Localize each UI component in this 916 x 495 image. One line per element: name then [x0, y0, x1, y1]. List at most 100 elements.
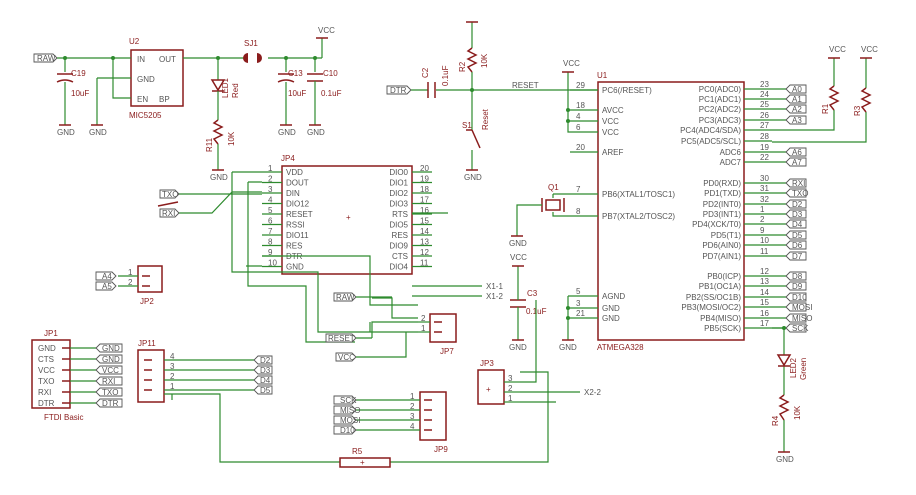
u1-flag-d4	[785, 219, 807, 229]
u1-pin-number: 7	[576, 185, 581, 194]
u1-flag-a2	[785, 104, 807, 114]
c3-designator: C3	[527, 289, 538, 298]
u1-pin-number: 12	[760, 267, 769, 276]
regulator-u2: U2 MIC5205 IN OUT GND EN BP	[129, 37, 184, 120]
jp4-pin-number: 10	[268, 259, 277, 268]
jp4-pin-number: 7	[268, 227, 273, 236]
jp1-flag-txo-4	[95, 387, 123, 397]
u1-flag-a1-label: A1	[792, 95, 802, 104]
header-jp7: JP7 12	[418, 313, 457, 356]
led-led1: LED1 Red	[210, 77, 240, 98]
u1-pin-number: 29	[576, 81, 585, 90]
reset-net-label: RESET	[512, 81, 539, 90]
jp11-flag-d5	[253, 385, 273, 395]
jp7-pin-number: 1	[421, 324, 426, 333]
jp2-designator: JP2	[140, 297, 154, 306]
u1-flag-d2-label: D2	[792, 200, 803, 209]
u1-pin-name: PD5(T1)	[711, 231, 742, 240]
gnd-label-q1: GND	[509, 239, 527, 248]
u1-pin-name: VCC	[602, 128, 619, 137]
led1-designator: LED1	[221, 77, 230, 98]
u1-pin-name: PC4(ADC4/SDA)	[680, 126, 741, 135]
gnd-label-s1: GND	[464, 173, 482, 182]
jp9-designator: JP9	[434, 445, 448, 454]
u1-pin-number: 20	[576, 143, 585, 152]
sj1-designator: SJ1	[244, 39, 258, 48]
u1-pin-name: PC3(ADC3)	[699, 116, 742, 125]
u1-flag-d3	[785, 209, 807, 219]
u1-pin-number: 26	[760, 111, 769, 120]
u1-pin-name: PB6(XTAL1/TOSC1)	[602, 190, 675, 199]
dtr-flag-reset	[386, 85, 412, 95]
jp4-pin-name: DIO2	[389, 189, 408, 198]
txo-flag-jp4	[159, 189, 180, 199]
gnd-label-u2: GND	[89, 128, 107, 137]
u1-pin-name: PC2(ADC2)	[699, 105, 742, 114]
capacitor-c10: C10 0.1uF	[307, 69, 342, 98]
jp4-right-pins: 20DIO019DIO118DIO217DIO316RTS15DIO514RES…	[389, 164, 432, 272]
jp4-pin-number: 15	[420, 217, 429, 226]
vcc-label-u1: VCC	[563, 59, 580, 68]
jp11-flag-d4	[253, 375, 273, 385]
r2-designator: R2	[458, 61, 467, 72]
u1-pin-number: 13	[760, 277, 769, 286]
jp3-designator: JP3	[480, 359, 494, 368]
u1-pin-number: 22	[760, 153, 769, 162]
u1-pin-number: 16	[760, 309, 769, 318]
u1-pin-name: PB5(SCK)	[704, 324, 741, 333]
r3-designator: R3	[853, 105, 862, 116]
u2-value: MIC5205	[129, 111, 162, 120]
s1-designator: S1	[462, 121, 472, 130]
jp4-pin-name: RESET	[286, 210, 313, 219]
jp4-pin-name: DIO1	[389, 179, 408, 188]
jp1-pin-name: RXI	[38, 388, 51, 397]
u1-flag-d9	[785, 281, 807, 291]
jp11-pin-number: 1	[170, 382, 175, 391]
u1-pin-name: PD1(TXD)	[704, 189, 741, 198]
u1-pin-name: PC5(ADC5/SCL)	[681, 137, 741, 146]
jp3-pin-number: 3	[508, 374, 513, 383]
r11-designator: R11	[205, 137, 214, 152]
vcc-flag-jp7	[335, 352, 357, 362]
jp1-flag-vcc-2	[95, 365, 123, 375]
jp3-pins: 321	[504, 374, 520, 403]
capacitor-c2: C2 0.1uF	[421, 65, 450, 98]
header-jp3: JP3 + 321	[477, 359, 520, 405]
u1-pin-number: 28	[760, 132, 769, 141]
jp3-pin-number: 2	[508, 384, 513, 393]
u1-pin-name: ADC6	[720, 148, 742, 157]
u1-pin-name: PD7(AIN1)	[702, 252, 741, 261]
jp9-flag-sck-label: SCK	[340, 396, 357, 405]
u2-designator: U2	[129, 37, 140, 46]
led1-color: Red	[231, 83, 240, 98]
jp9-flag-miso	[333, 405, 357, 415]
u1-pin-name: PB1(OC1A)	[699, 282, 742, 291]
raw-flag-jp7-label: RAW	[336, 293, 355, 302]
u1-flag-a3	[785, 115, 807, 125]
jp1-flag-dtr-5-label: DTR	[102, 399, 119, 408]
u1-pin-number: 27	[760, 121, 769, 130]
gnd-label-c3: GND	[509, 343, 527, 352]
u1-flag-d6-label: D6	[792, 241, 803, 250]
jp1-flag-gnd-0	[95, 343, 123, 353]
jp4-pin-name: DIO12	[286, 200, 310, 209]
jp4-pin-number: 8	[268, 238, 273, 247]
jp2-flag-a4	[95, 271, 117, 281]
jp11-pin-number: 4	[170, 352, 175, 361]
x1-2-label: X1-2	[486, 292, 503, 301]
jp9-flag-mosi	[333, 415, 357, 425]
r4-designator: R4	[771, 415, 780, 426]
c13-value: 10uF	[288, 89, 306, 98]
u1-pin-name: PB7(XTAL2/TOSC2)	[602, 212, 675, 221]
u1-flag-txo-label: TXO	[792, 189, 808, 198]
jp11-designator: JP11	[138, 339, 156, 348]
u2-pin-gnd: GND	[137, 75, 155, 84]
u1-flag-sck	[785, 323, 807, 333]
u1-pin-number: 15	[760, 298, 769, 307]
resistor-r3: R3	[853, 87, 872, 116]
resistor-r4: R4 10K	[771, 394, 802, 426]
